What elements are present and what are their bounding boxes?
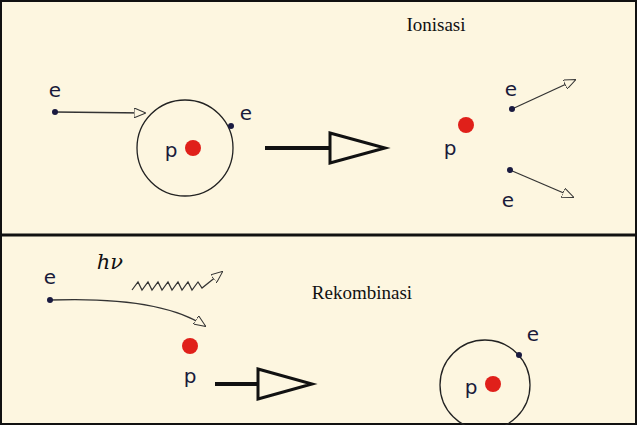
electron-label: e: [502, 190, 514, 210]
electron-dot: [509, 106, 515, 112]
electron-dot: [228, 123, 234, 129]
panel-title: Ionisasi: [406, 15, 465, 34]
proton-dot: [185, 140, 201, 156]
electron-dot: [516, 352, 522, 358]
proton-label: p: [184, 366, 197, 386]
electron-label: e: [49, 80, 61, 100]
process-arrow: [330, 133, 385, 163]
process-arrow: [215, 382, 258, 386]
photon-wave: [132, 272, 222, 290]
proton-dot: [458, 117, 474, 133]
electron-dot: [47, 297, 53, 303]
orbit-circle: [137, 100, 233, 196]
proton-dot: [182, 338, 198, 354]
panel-title: Rekombinasi: [312, 283, 412, 302]
divider-line: [0, 234, 637, 237]
proton-dot: [485, 376, 501, 392]
electron-path: [512, 80, 575, 109]
process-arrow: [258, 369, 312, 399]
electron-path: [55, 112, 145, 113]
process-arrow: [265, 146, 330, 150]
electron-label: e: [44, 267, 56, 287]
proton-label: p: [165, 140, 178, 160]
electron-path: [50, 300, 205, 326]
electron-label: e: [505, 79, 517, 99]
electron-label: e: [527, 324, 539, 344]
proton-label: p: [465, 377, 478, 397]
electron-path: [510, 170, 573, 197]
proton-label: p: [444, 138, 457, 158]
orbit-circle: [440, 340, 530, 425]
electron-dot: [52, 109, 58, 115]
electron-dot: [507, 167, 513, 173]
photon-label: hν: [97, 252, 123, 273]
electron-label: e: [240, 103, 252, 123]
